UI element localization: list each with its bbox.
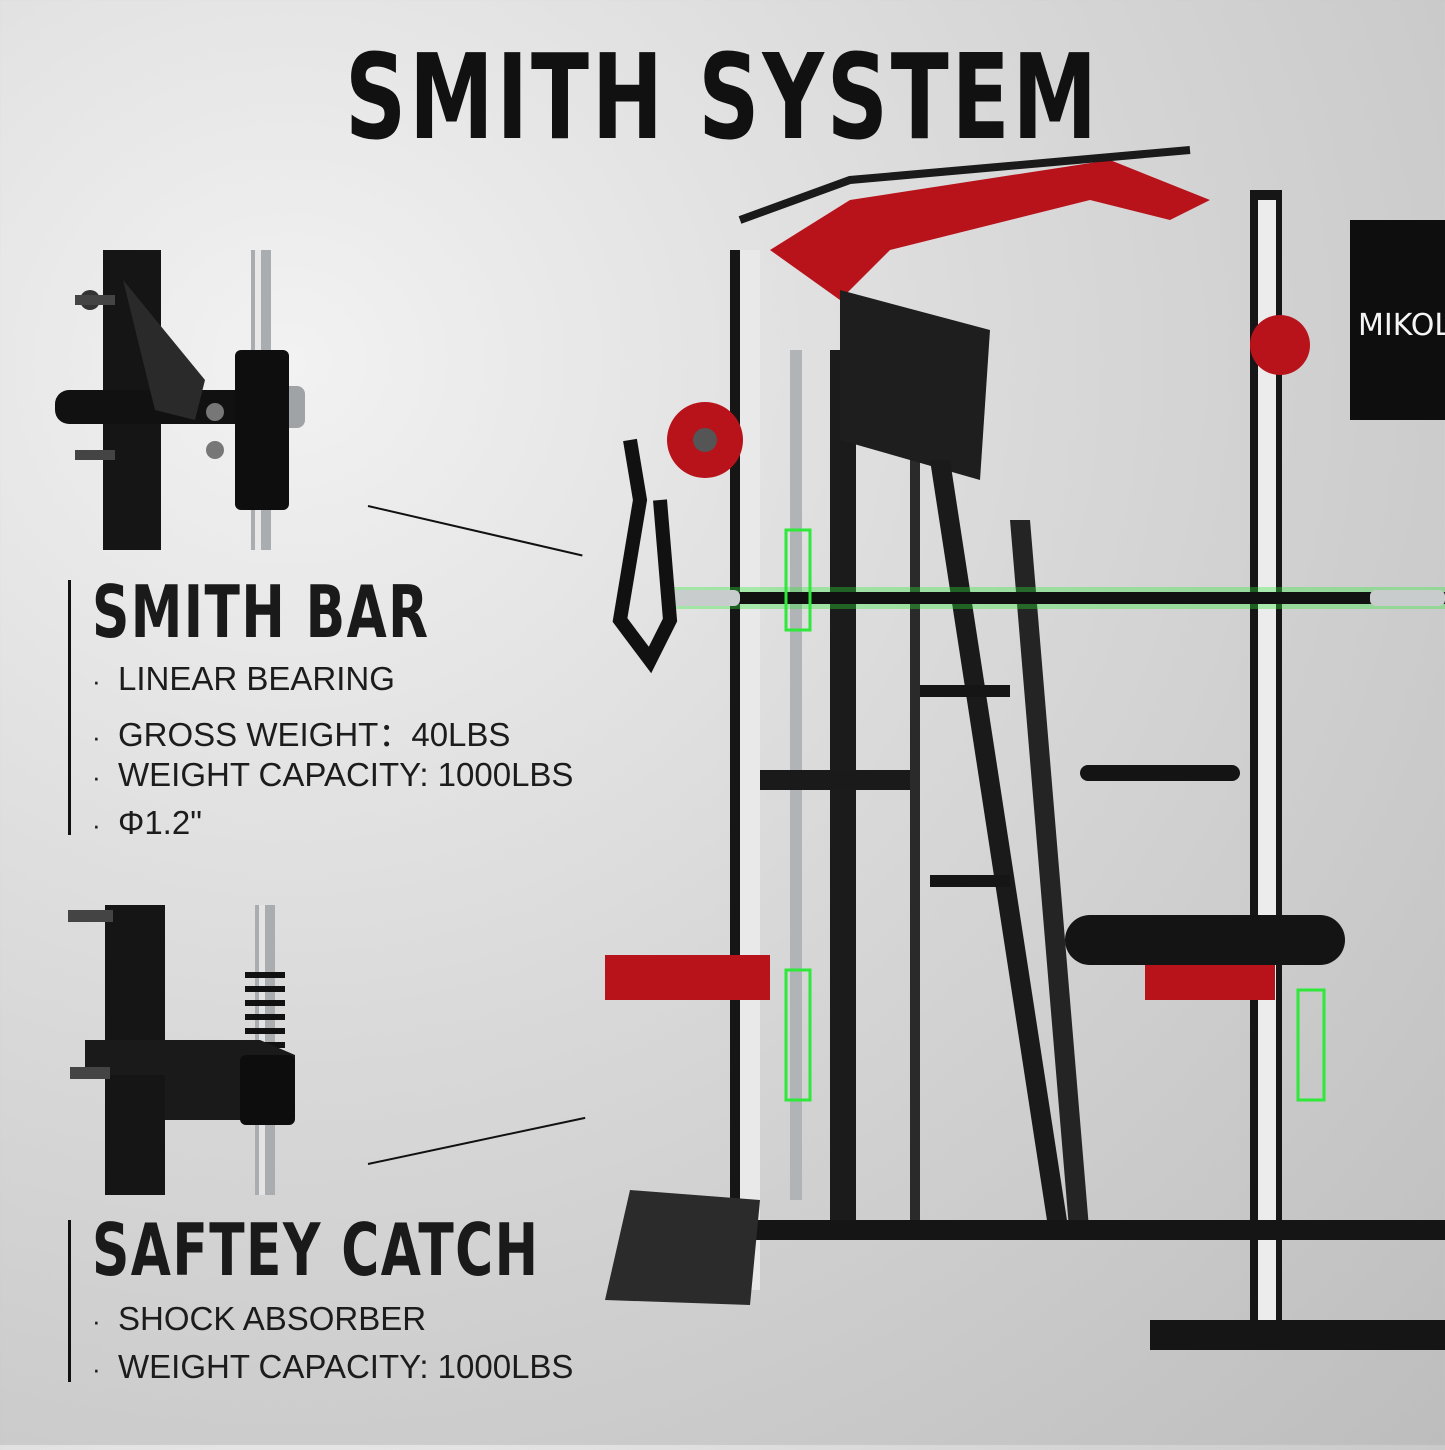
smith-bar-leader-line	[367, 505, 583, 557]
safety-catch-heading: SAFTEY CATCH	[92, 1208, 540, 1292]
smith-bar-accent-bar	[68, 580, 71, 835]
smith-bar-bullet-4: ·Φ1.2"	[92, 804, 202, 841]
page-title: SMITH SYSTEM	[345, 28, 1100, 166]
smith-bar-heading: SMITH BAR	[92, 570, 430, 654]
safety-catch-bullet-2: ·WEIGHT CAPACITY: 1000LBS	[92, 1348, 574, 1385]
smith-bar-bullet-2: ·GROSS WEIGHT：40LBS	[92, 716, 511, 753]
smith-bar-bullet-1: ·LINEAR BEARING	[92, 660, 395, 697]
safety-catch-bullet-1: ·SHOCK ABSORBER	[92, 1300, 427, 1337]
smith-bar-detail-image	[55, 250, 345, 550]
safety-catch-detail-image	[60, 905, 340, 1195]
svg-text:MIKOL: MIKOL	[1358, 308, 1445, 343]
gym-machine-image: MIKOL	[590, 140, 1445, 1445]
safety-catch-accent-bar	[68, 1220, 71, 1382]
safety-catch-leader-line	[367, 1116, 586, 1165]
smith-bar-bullet-3: ·WEIGHT CAPACITY: 1000LBS	[92, 756, 574, 793]
